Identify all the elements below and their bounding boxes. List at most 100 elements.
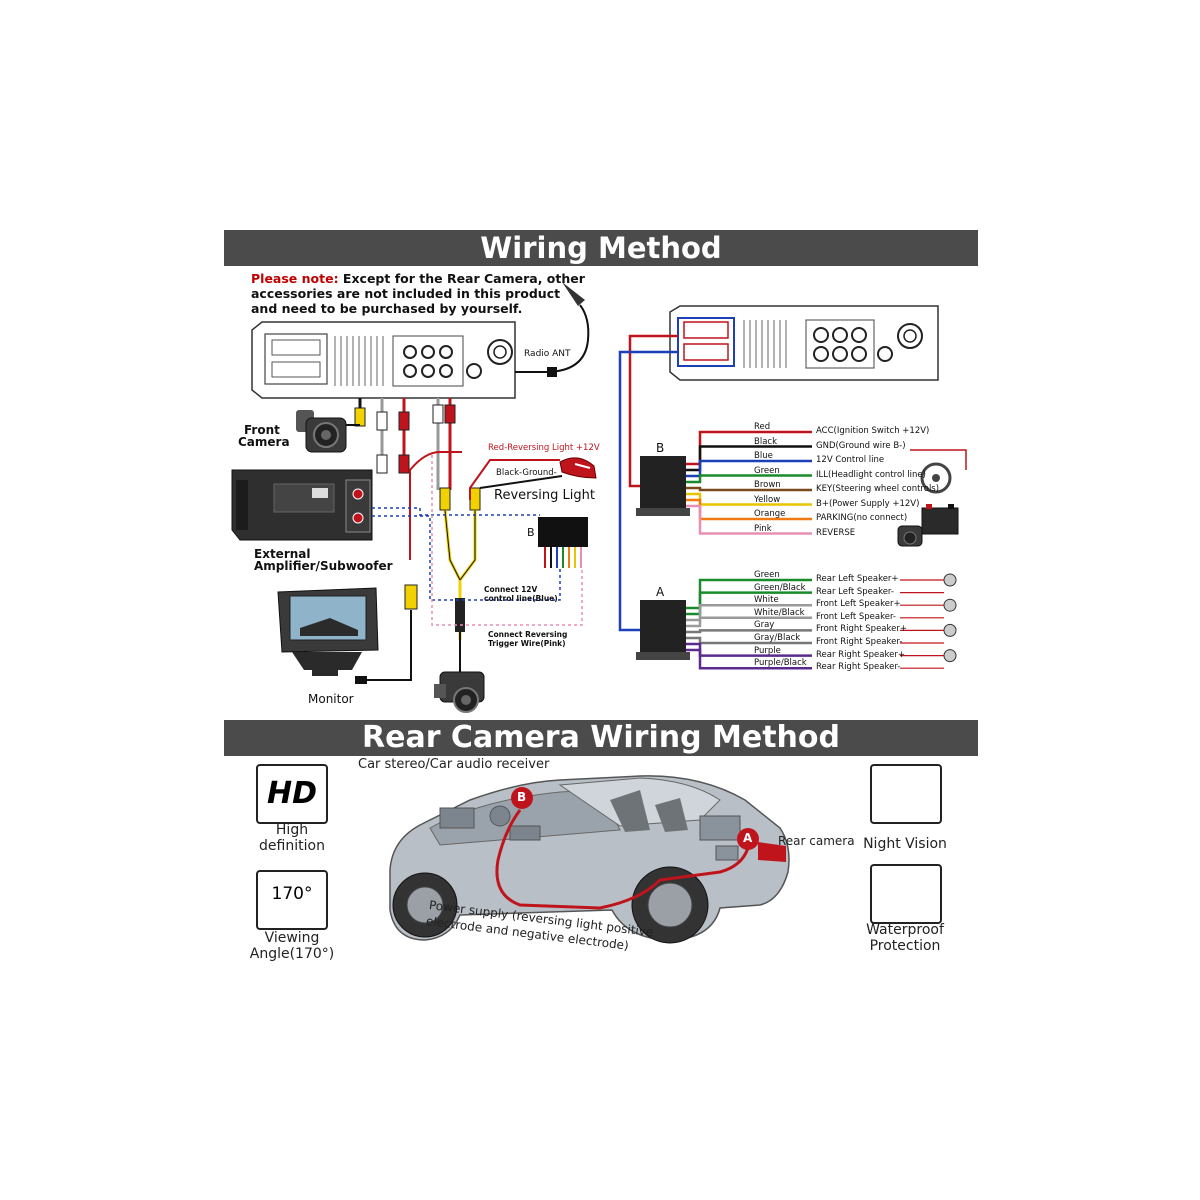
harness_a-wire-6 bbox=[686, 642, 812, 657]
marker-b: B bbox=[517, 790, 527, 804]
dashed-connections bbox=[372, 455, 583, 626]
harness-b-block bbox=[636, 456, 690, 516]
harness_b-function-label-1: GND(Ground wire B-) bbox=[816, 440, 906, 451]
harness_b-function-label-4: KEY(Steering wheel controls) bbox=[816, 484, 940, 494]
speaker-icon-2 bbox=[943, 623, 957, 637]
harness_a-wire-1 bbox=[686, 591, 812, 616]
harness_b-color-label-5: Yellow bbox=[754, 494, 781, 505]
wiring-method-banner: Wiring Method bbox=[224, 230, 978, 266]
rca-plugs bbox=[354, 404, 481, 610]
head-unit-rear-left bbox=[251, 321, 516, 399]
harness-a-wires bbox=[686, 573, 957, 670]
harness_b-function-label-6: PARKING(no connect) bbox=[816, 513, 908, 523]
hd-icon: HD bbox=[256, 764, 328, 824]
harness_b-wire-7 bbox=[686, 504, 812, 535]
night-vision-label: Night Vision bbox=[863, 836, 947, 852]
waterproof-label: Waterproof Protection bbox=[852, 922, 958, 954]
harness_b-function-label-0: ACC(Ignition Switch +12V) bbox=[816, 426, 930, 436]
harness_b-wire-0 bbox=[686, 430, 812, 466]
reverse-camera-small-icon bbox=[897, 525, 923, 547]
harness_a-color-label-7: Purple/Black bbox=[754, 658, 807, 669]
monitor-cable bbox=[355, 610, 412, 684]
harness_a-color-label-0: Green bbox=[754, 570, 780, 580]
front-camera-label-2: Camera bbox=[238, 435, 290, 449]
harness-b-wires bbox=[686, 430, 812, 535]
harness_a-color-label-1: Green/Black bbox=[754, 582, 806, 593]
relay-b-label: B bbox=[527, 526, 535, 539]
red-reversing-label: Red-Reversing Light +12V bbox=[488, 443, 600, 453]
connect-12v-label-2: control line(Blue) bbox=[484, 594, 558, 603]
harness_b-color-label-1: Black bbox=[754, 436, 777, 447]
speaker-icon-3 bbox=[943, 649, 957, 663]
steering-wheel-icon bbox=[910, 449, 967, 494]
harness_a-function-label-1: Rear Left Speaker- bbox=[816, 586, 894, 597]
harness_b-wire-6 bbox=[686, 498, 812, 521]
harness_a-function-label-2: Front Left Speaker+ bbox=[816, 599, 901, 610]
harness_a-wire-4 bbox=[686, 629, 812, 634]
reversing-light-label: Reversing Light bbox=[494, 488, 595, 503]
angle-label-2: Angle(170°) bbox=[249, 946, 335, 962]
hd-label-1: High bbox=[275, 822, 309, 838]
black-ground-label: Black-Ground- bbox=[496, 468, 557, 478]
harness-feeds bbox=[618, 334, 678, 632]
harness_b-function-label-3: ILL(Headlight control line) bbox=[816, 469, 926, 480]
harness_a-function-label-6: Rear Right Speaker+ bbox=[816, 649, 905, 660]
reversing-light-wires bbox=[409, 451, 563, 560]
front-camera-icon bbox=[296, 410, 360, 453]
harness_a-wire-7 bbox=[686, 648, 812, 670]
amplifier-icon bbox=[231, 469, 373, 541]
harness_a-color-label-2: White bbox=[754, 595, 779, 606]
rear-camera-label: Rear camera bbox=[778, 834, 855, 848]
waterproof-label-1: Waterproof bbox=[866, 922, 944, 938]
harness_a-wire-2 bbox=[686, 603, 812, 622]
monitor-icon bbox=[277, 587, 379, 676]
hd-label-2: definition bbox=[259, 838, 325, 854]
harness_b-color-label-2: Blue bbox=[754, 451, 773, 461]
harness_a-color-label-4: Gray bbox=[754, 620, 775, 631]
car-stereo-label: Car stereo/Car audio receiver bbox=[358, 757, 550, 772]
harness_b-color-label-6: Orange bbox=[754, 509, 786, 519]
reversing-light-icon bbox=[559, 457, 597, 479]
harness_a-function-label-0: Rear Left Speaker+ bbox=[816, 574, 899, 584]
harness_a-color-label-5: Gray/Black bbox=[754, 633, 801, 643]
harness_b-wire-1 bbox=[686, 445, 812, 472]
harness_a-wire-5 bbox=[686, 636, 812, 645]
harness_b-function-label-7: REVERSE bbox=[816, 527, 856, 538]
harness_a-wire-3 bbox=[686, 616, 812, 628]
note-prefix: Please note: bbox=[251, 271, 339, 286]
harness_b-color-label-0: Red bbox=[754, 422, 771, 432]
viewing-angle-icon: 170° bbox=[256, 870, 328, 930]
angle-value: 170° bbox=[271, 884, 313, 904]
harness_b-function-label-5: B+(Power Supply +12V) bbox=[816, 498, 920, 509]
note-line2: accessories are not included in this pro… bbox=[251, 286, 561, 301]
car-illustration bbox=[389, 775, 790, 944]
harness_b-color-label-4: Brown bbox=[754, 480, 781, 490]
harness_a-function-label-7: Rear Right Speaker- bbox=[816, 662, 901, 673]
speaker-icon-1 bbox=[943, 598, 957, 612]
harness-a-block bbox=[636, 600, 690, 660]
harness_a-function-label-4: Front Right Speaker+ bbox=[816, 624, 907, 635]
harness_b-wire-3 bbox=[686, 474, 812, 484]
harness_b-color-label-3: Green bbox=[754, 465, 780, 476]
harness_b-wire-2 bbox=[686, 459, 812, 478]
please-note-text: Please note: Except for the Rear Camera,… bbox=[251, 271, 585, 316]
harness_b-wire-5 bbox=[686, 492, 812, 506]
viewing-angle-label: Viewing Angle(170°) bbox=[236, 930, 348, 962]
amplifier-label-2: Amplifier/Subwoofer bbox=[254, 559, 393, 573]
radio-antenna bbox=[515, 282, 590, 377]
monitor-label: Monitor bbox=[308, 692, 354, 706]
waterproof-icon bbox=[870, 864, 942, 924]
head-unit-rear-right bbox=[669, 305, 939, 381]
harness_a-function-label-5: Front Right Speaker- bbox=[816, 637, 903, 647]
speaker-icon-0 bbox=[943, 573, 957, 587]
amplifier-label-1: External bbox=[254, 547, 311, 561]
radio-ant-label: Radio ANT bbox=[524, 349, 571, 359]
harness_b-wire-4 bbox=[686, 486, 812, 492]
note-line3: and need to be purchased by yourself. bbox=[251, 301, 523, 316]
angle-label-1: Viewing bbox=[264, 930, 320, 946]
note-line1: Except for the Rear Camera, other bbox=[338, 271, 585, 286]
connect-reversing-label-1: Connect Reversing bbox=[488, 630, 568, 639]
harness_a-function-label-3: Front Left Speaker- bbox=[816, 611, 896, 622]
